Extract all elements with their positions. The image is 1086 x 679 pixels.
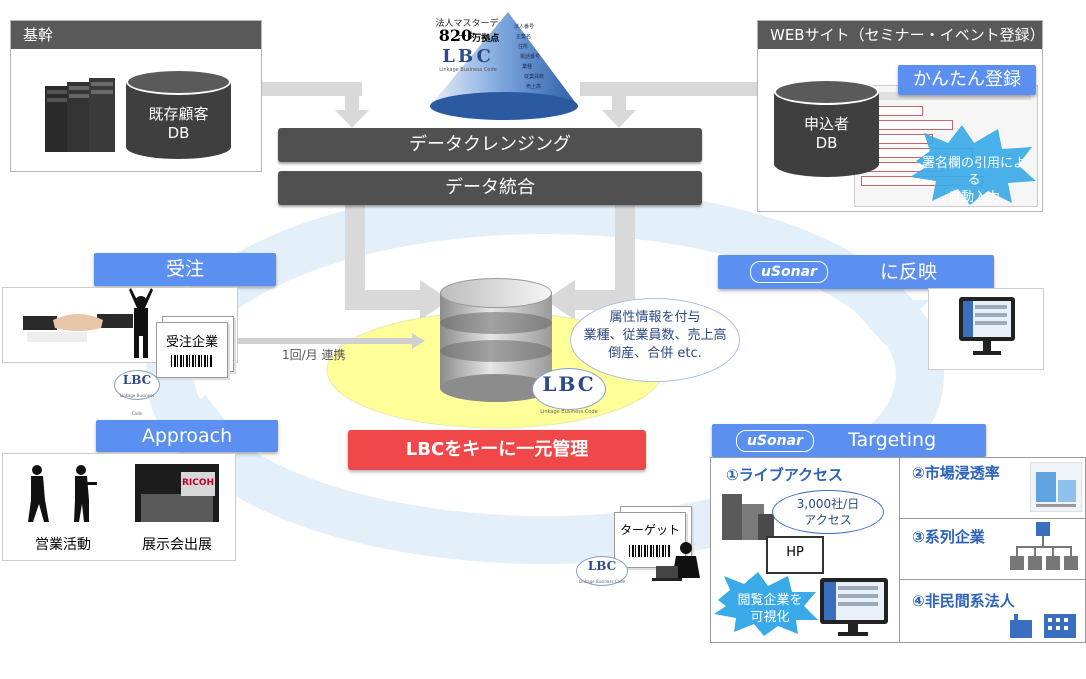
master-data-title: 法人マスターデータ [435,19,499,42]
attribute-line2: 業種、従業員数、売上高 [583,328,727,343]
order-link-label: 1回/月 連携 [282,348,346,362]
kikan-db-line2: DB [167,124,190,142]
visualize-line2: 可視化 [750,610,790,625]
kikan-db-label: 既存顧客 DB [126,105,231,143]
exhibition-label: 展示会出展 [142,537,212,553]
order-card-label: 受注企業 [165,335,218,350]
live-access-title: ①ライブアクセス [726,466,843,484]
target-lbc-sub: Linkage Business Code [579,579,625,584]
access-line2: アクセス [804,513,852,527]
master-lbc-logo: LBC Linkage Business Code [436,46,500,73]
access-count-bubble: 3,000社/日 アクセス [772,490,884,534]
kikan-db-line1: 既存顧客 [148,105,209,123]
non-private-title: ④非民間系法人 [912,592,1015,610]
buildings-icon [722,494,774,540]
hp-monitor: HP [766,536,824,574]
lbc-key-management-label: LBCをキーに一元管理 [348,430,646,470]
burst-line2: 自動入力 [947,190,1000,205]
website-title: WEBサイト（セミナー・イベント登録） [758,21,1045,49]
data-cleansing-bar: データクレンジング [278,128,702,162]
usonar-logo: uSonar [750,261,828,283]
order-lbc-sub: Linkage Business Code [119,393,155,416]
target-card-label: ターゲット [619,523,680,537]
attribute-line3: 倒産、合併 etc. [608,346,702,361]
targeting-text: Targeting [848,429,937,451]
visualize-burst-shape [714,572,818,636]
usonar-screen-frame [928,288,1044,370]
monitor-icon [959,297,1015,355]
access-line1: 3,000社/日 [796,497,860,511]
master-lbc-sub: Linkage Business Code [439,67,497,73]
order-company-card: 受注企業 [156,322,228,378]
order-lbc-badge: LBC Linkage Business Code [114,370,160,416]
target-barcode [629,545,671,557]
visualization-monitor-icon [820,578,888,636]
walking-businessmen-icon [28,465,97,522]
approach-label: Approach [96,420,278,452]
order-label: 受注 [94,253,276,286]
usonar-targeting-label: uSonar Targeting [712,424,986,457]
svg-text:業種: 業種 [522,63,532,70]
applicant-db-cylinder: 申込者 DB [774,79,879,179]
order-lbc-text: LBC [122,373,152,387]
svg-text:電話番号: 電話番号 [520,53,540,60]
burst-line1: 署名欄の引用による [921,156,1026,188]
usonar-reflect-label: uSonar に反映 [718,255,994,289]
targeting-usonar-logo: uSonar [736,430,814,452]
center-lbc-badge: LBC Linkage Business Code [532,368,606,415]
easy-registration-label: かんたん登録 [898,65,1036,95]
center-lbc-sub: Linkage Business Code [540,409,598,415]
laptop-businessman-icon [652,542,700,581]
celebrating-person-icon [129,288,153,358]
kikan-title: 基幹 [11,21,261,49]
kikan-db-cylinder: 既存顧客 DB [126,69,231,159]
kikan-panel: 基幹 既存顧客 DB [10,20,262,172]
sales-activity-label: 営業活動 [35,537,91,553]
data-integration-bar: データ統合 [278,171,702,205]
hp-label: HP [786,545,804,560]
attribute-bubble: 属性情報を付与 業種、従業員数、売上高 倒産、合併 etc. [570,298,740,382]
public-facility-icon [1010,614,1076,638]
applicant-db-line2: DB [815,134,838,152]
exhibition-booth-photo: RICOH [135,464,219,522]
svg-text:住所: 住所 [518,43,528,50]
central-database-icon [440,278,552,402]
svg-text:法人番号: 法人番号 [514,23,534,30]
master-data-count: 820万拠点 [434,26,504,45]
applicant-db-label: 申込者 DB [774,115,879,153]
count-unit: 万拠点 [472,34,500,44]
visualize-line1: 閲覧企業を [737,593,803,608]
attribute-line1: 属性情報を付与 [609,310,701,325]
svg-text:企業名: 企業名 [516,33,531,40]
handshake-icon [23,314,133,342]
target-lbc-text: LBC [587,559,617,573]
svg-text:売上高: 売上高 [526,83,541,90]
master-data-graphic: 法人番号 企業名 住所 電話番号 業種 従業員数 売上高 法人マスターデータ 8… [410,8,578,126]
burst-text: 署名欄の引用による 自動入力 [918,155,1030,206]
svg-text:従業員数: 従業員数 [524,73,544,80]
booth-sign: RICOH [181,478,215,488]
server-rack-icon [45,78,115,152]
org-tree-icon [1010,522,1078,570]
approach-photo-frame: RICOH 営業活動 展示会出展 [2,453,236,561]
target-lbc-badge: LBC Linkage Business Code [576,556,628,586]
market-chart-icon [1030,462,1082,512]
website-panel: WEBサイト（セミナー・イベント登録） かんたん登録 署名欄の引用による 自動入… [757,20,1045,212]
center-lbc-text: LBC [542,372,596,396]
count-number: 820 [438,26,473,45]
order-barcode [171,355,213,367]
group-companies-title: ③系列企業 [912,528,985,546]
burst-shape [910,125,1036,205]
market-penetration-title: ②市場浸透率 [912,464,1000,482]
visualize-text: 閲覧企業を 可視化 [728,592,812,626]
usonar-reflect-text: に反映 [880,261,938,283]
pyramid-cone-icon: 法人番号 企業名 住所 電話番号 業種 従業員数 売上高 [430,12,578,120]
master-lbc-text: LBC [442,46,494,67]
applicant-db-line1: 申込者 [803,115,849,133]
